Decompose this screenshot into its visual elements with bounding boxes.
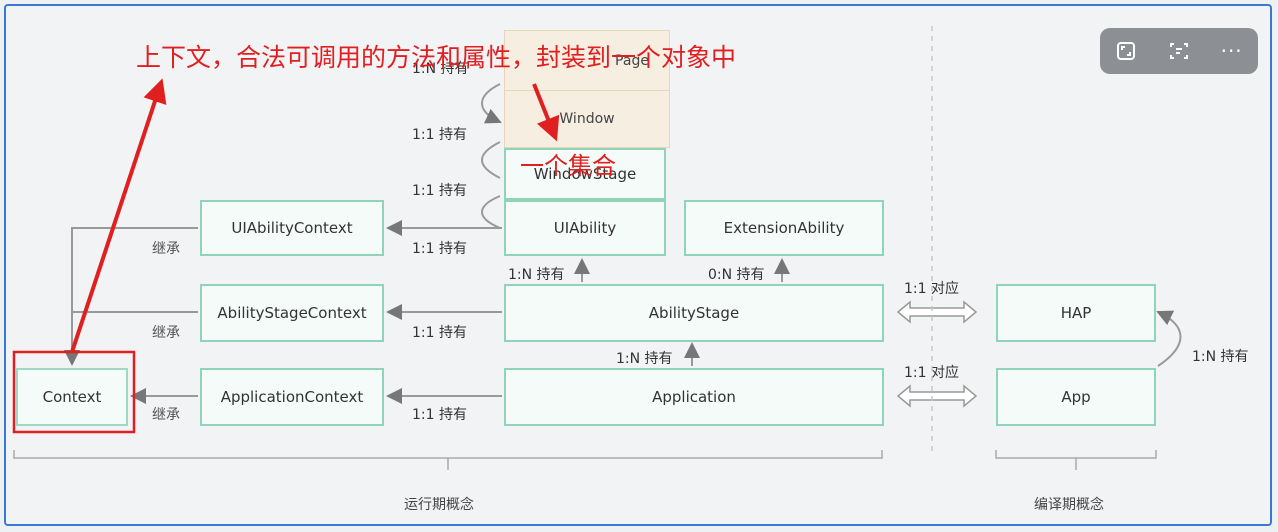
inherit-label-3: 继承	[152, 407, 180, 423]
collection-note: 一个集合	[520, 152, 616, 180]
page-box-label: Page	[615, 53, 649, 69]
annotation-arrow-context	[70, 78, 167, 353]
hap-label: HAP	[1060, 304, 1092, 322]
ability-stage-context-box: AbilityStageContext	[200, 284, 384, 342]
ability-stage-context-label: AbilityStageContext	[217, 304, 367, 322]
uiability-n-hold-label: 1:N 持有	[508, 267, 565, 283]
runtime-concept-label: 运行期概念	[404, 497, 474, 513]
abilitystage-n-hold-label: 1:N 持有	[616, 351, 673, 367]
page-hold-arc	[481, 83, 502, 124]
window-box-label: Window	[559, 111, 615, 127]
ui-ability-label: UIAbility	[553, 219, 617, 237]
extension-ability-label: ExtensionAbility	[723, 219, 845, 237]
image-toolbar: ···	[1100, 28, 1258, 74]
extension-ability-box: ExtensionAbility	[684, 200, 884, 256]
stage-hold-label: 1:1 持有	[412, 183, 467, 199]
expand-icon[interactable]	[1108, 33, 1144, 69]
ability-stage-label: AbilityStage	[648, 304, 740, 322]
more-button[interactable]: ···	[1214, 33, 1250, 69]
map-label-2: 1:1 对应	[904, 365, 959, 381]
extension-n-hold-label: 0:N 持有	[708, 267, 765, 283]
window-hold-label: 1:1 持有	[412, 127, 467, 143]
app-ctx-hold-label: 1:1 持有	[412, 407, 467, 423]
hap-app-hold-label: 1:N 持有	[1192, 349, 1249, 365]
inherit-label-1: 继承	[152, 241, 180, 257]
window-stage-box: WindowStage	[504, 148, 666, 200]
text-scan-icon[interactable]	[1161, 33, 1197, 69]
diagram-frame: Page Window WindowStage UIAbility Extens…	[4, 4, 1272, 526]
application-box: Application	[504, 368, 884, 426]
more-label: ···	[1220, 39, 1243, 63]
ui-ability-context-label: UIAbilityContext	[231, 219, 353, 237]
context-label: Context	[42, 388, 102, 406]
uiability-ctx-hold-label: 1:1 持有	[412, 241, 467, 257]
window-hold-arc	[481, 141, 501, 179]
application-label: Application	[652, 388, 736, 406]
annotation-title: 上下文，合法可调用的方法和属性，封装到一个对象中	[136, 43, 737, 72]
context-box: Context	[16, 368, 128, 426]
ui-ability-context-box: UIAbilityContext	[200, 200, 384, 256]
ability-stage-box: AbilityStage	[504, 284, 884, 342]
app-label: App	[1061, 388, 1091, 406]
application-context-box: ApplicationContext	[200, 368, 384, 426]
connector-lines	[12, 26, 1182, 470]
annotation-arrow-window	[532, 83, 560, 142]
stage-hold-arc	[481, 195, 501, 229]
abilitystage-ctx-hold-label: 1:1 持有	[412, 325, 467, 341]
window-stage-label: WindowStage	[533, 165, 637, 183]
window-box: Window	[504, 90, 670, 148]
ui-ability-box: UIAbility	[504, 200, 666, 256]
page-box: Page	[504, 30, 670, 92]
hap-box: HAP	[996, 284, 1156, 342]
compile-concept-label: 编译期概念	[1034, 497, 1104, 513]
application-context-label: ApplicationContext	[220, 388, 364, 406]
page-hold-label: 1:N 持有	[412, 61, 469, 77]
context-highlight	[12, 350, 136, 434]
app-box: App	[996, 368, 1156, 426]
inherit-label-2: 继承	[152, 325, 180, 341]
